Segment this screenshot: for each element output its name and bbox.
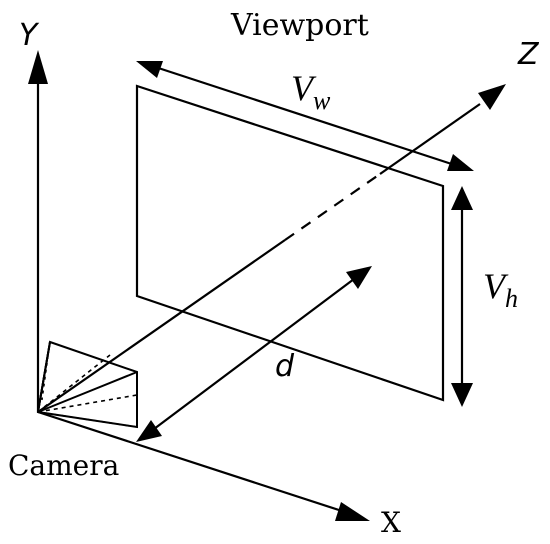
viewport-width-sub: w xyxy=(313,86,331,115)
x-axis-arrowhead xyxy=(335,502,370,521)
x-axis-label: X xyxy=(381,506,401,539)
viewport-label: Viewport xyxy=(230,8,369,43)
viewport-width-arrow xyxy=(136,60,474,172)
z-axis xyxy=(37,84,506,413)
y-axis-label: Y xyxy=(19,18,40,53)
depth-label: d xyxy=(275,349,295,384)
camera-frustum xyxy=(36,340,138,429)
y-axis-arrowhead xyxy=(28,50,48,84)
viewport-plane xyxy=(135,84,445,402)
viewport-width-main: V xyxy=(291,68,317,108)
z-axis-label: Z xyxy=(517,37,540,72)
z-axis-arrowhead xyxy=(478,84,506,110)
viewport-height-label: Vh xyxy=(483,266,518,313)
camera-label: Camera xyxy=(8,449,119,482)
viewport-height-main: V xyxy=(483,266,509,306)
viewport-width-label: Vw xyxy=(291,68,331,115)
viewport-height-sub: h xyxy=(505,284,518,313)
viewport-height-arrow xyxy=(451,186,473,407)
x-axis xyxy=(37,410,370,521)
depth-arrow xyxy=(136,266,372,442)
y-axis xyxy=(28,50,48,412)
